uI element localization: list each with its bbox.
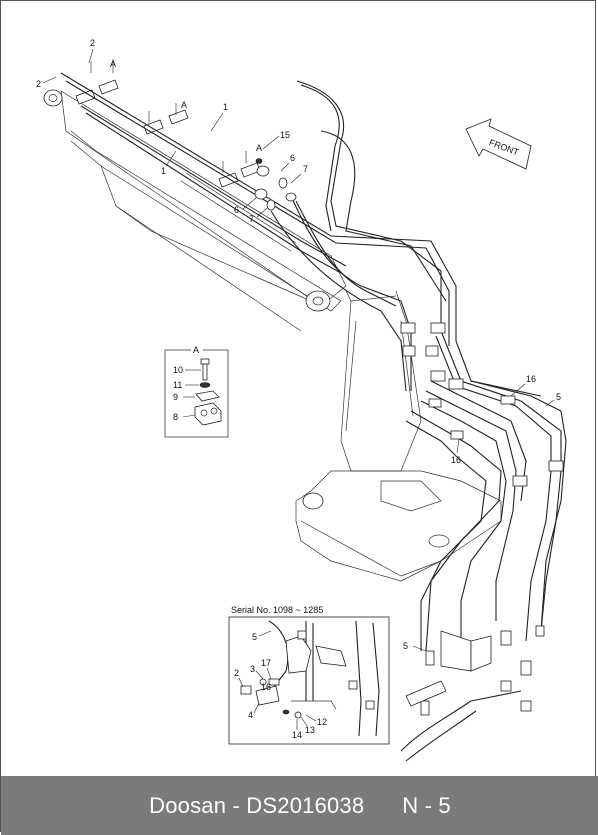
callout-16b: 16 (451, 455, 461, 465)
boom-structure (43, 79, 502, 582)
callout-16a: 16 (526, 374, 536, 384)
detail-callout-9: 9 (173, 392, 178, 402)
callout-15: 15 (280, 130, 290, 140)
callout-1b: 1 (161, 166, 166, 176)
hose-lines (60, 72, 567, 762)
serial-inset-title: Serial No. 1098 ~ 1285 (231, 605, 323, 615)
callout-2b: 2 (36, 79, 41, 89)
callout-7b: 7 (249, 214, 254, 224)
callout-1a: 1 (223, 102, 228, 112)
callout-6a: 6 (290, 153, 295, 163)
inset-callout-14: 14 (292, 730, 302, 740)
hydraulic-piping-diagram: FRONT 2 2 A A A 1 1 15 6 7 6 7 16 5 16 5 (36, 38, 567, 762)
callout-2a: 2 (90, 38, 95, 48)
callout-5a: 5 (556, 392, 561, 402)
detail-callout-10: 10 (173, 365, 183, 375)
inset-callout-16: 16 (261, 682, 271, 692)
footer-part-number: DS2016038 (246, 792, 365, 818)
callout-A1: A (110, 59, 116, 69)
callout-6b: 6 (234, 205, 239, 215)
detail-callout-8: 8 (173, 412, 178, 422)
inset-callout-17: 17 (261, 658, 271, 668)
detail-box-a: A 10 11 9 8 (164, 344, 229, 438)
footer-gap (364, 793, 402, 819)
inset-callout-3: 3 (250, 664, 255, 674)
detail-callout-11: 11 (173, 380, 182, 390)
inset-callout-13: 13 (305, 725, 315, 735)
serial-inset: Serial No. 1098 ~ 1285 5 3 17 2 4 16 14 … (228, 605, 390, 745)
footer-separator: - (226, 792, 247, 818)
footer-page: N - 5 (402, 792, 451, 818)
fittings (90, 59, 564, 716)
front-direction-arrow: FRONT (465, 118, 532, 170)
callout-5b: 5 (403, 641, 408, 651)
callout-A3: A (256, 143, 262, 153)
callouts: 2 2 A A A 1 1 15 6 7 6 7 16 5 16 5 (36, 38, 561, 652)
callout-A2: A (181, 100, 187, 110)
inset-callout-2: 2 (234, 668, 239, 678)
footer-bar: Doosan - DS2016038 N - 5 (1, 776, 598, 835)
callout-7a: 7 (303, 164, 308, 174)
inset-callout-12: 12 (317, 717, 327, 727)
detail-box-title: A (193, 345, 199, 355)
footer-brand: Doosan (149, 792, 227, 818)
inset-callout-5: 5 (252, 632, 257, 642)
inset-callout-4: 4 (248, 710, 253, 720)
